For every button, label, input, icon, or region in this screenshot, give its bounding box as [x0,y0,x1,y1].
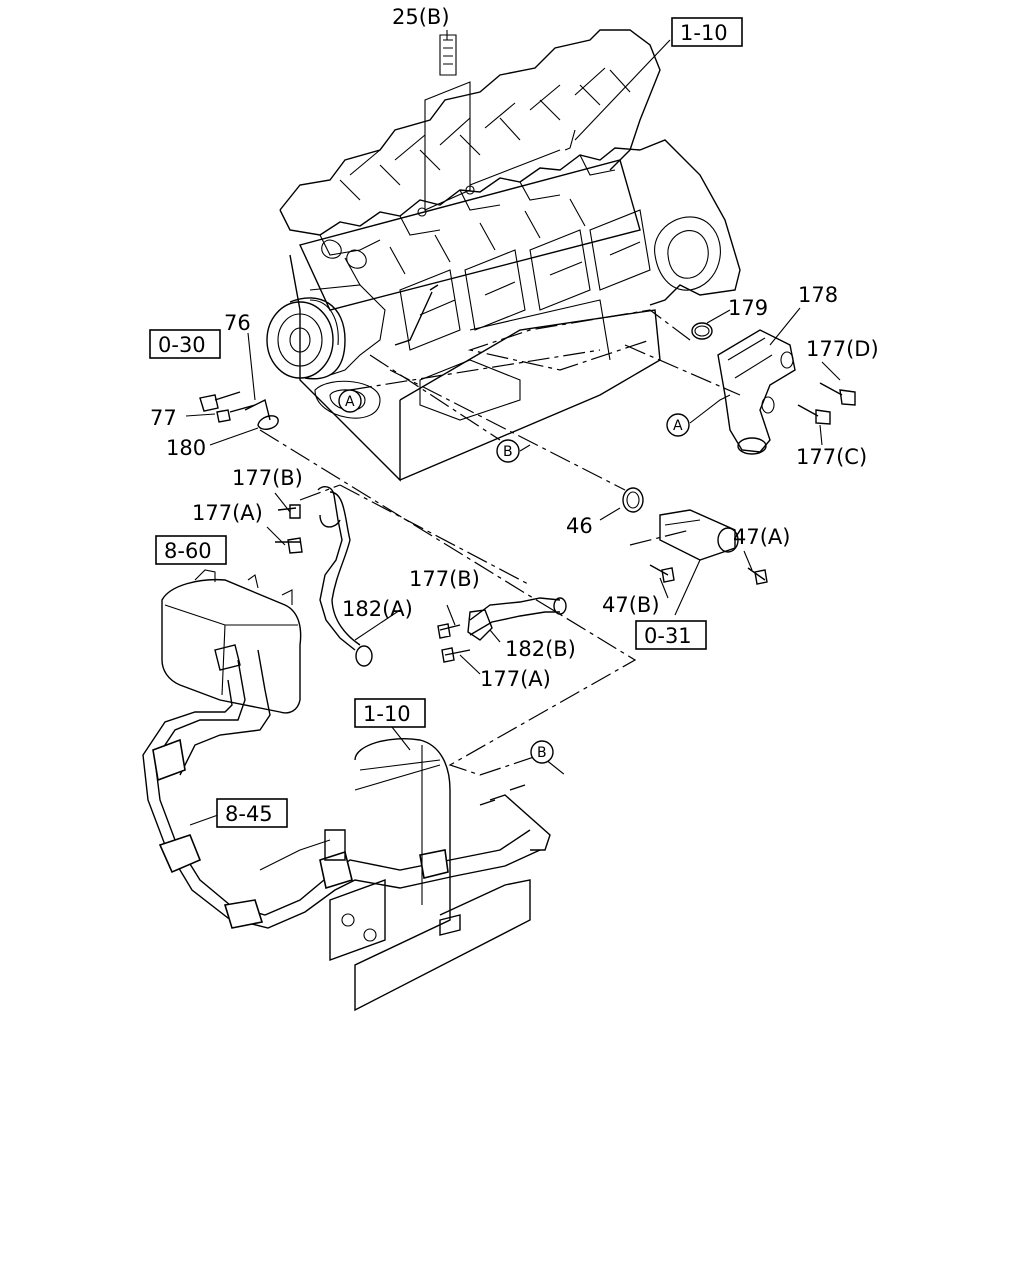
water-pipe [622,487,768,585]
ref-box-8-60 [155,535,227,565]
label-47b: 47(B) [602,593,660,617]
part-labels: 25(B) 76 77 180 179 178 177(D) 177(C) 17… [150,5,879,691]
label-25b: 25(B) [392,5,450,29]
reference-boxes: 1-10 0-30 8-60 0-31 1-10 8-45 [149,17,743,828]
label-177a-top: 177(A) [192,501,263,525]
ref-0-31: 0-31 [644,624,692,648]
callout-a-left: A [345,394,355,410]
ref-8-45: 8-45 [225,802,273,826]
callout-b-bot: B [537,745,547,761]
leader-lines [185,30,841,826]
ref-1-10-top: 1-10 [680,21,728,45]
label-178: 178 [798,283,838,307]
circle-callouts: A A B B [338,389,731,764]
ref-box-1-10-top [671,17,743,47]
label-77: 77 [150,406,177,430]
coolant-tank [161,569,302,714]
hose-182b [437,597,567,663]
callout-b-mid: B [503,444,513,460]
engine-block-drawing [266,29,741,482]
ref-box-0-30 [149,329,221,359]
ref-1-10-bot: 1-10 [363,702,411,726]
label-177d: 177(D) [806,337,879,361]
label-177a-mid: 177(A) [480,667,551,691]
label-177b-top: 177(B) [232,466,303,490]
hose-182a [275,486,373,667]
front-bolts [199,391,279,430]
hose-8-45-and-frame [142,649,551,1012]
crank-pulley [266,297,346,380]
label-179: 179 [728,296,768,320]
callout-a-right: A [673,418,683,434]
label-182b: 182(B) [505,637,576,661]
ref-8-60: 8-60 [164,539,212,563]
label-177b-mid: 177(B) [409,567,480,591]
label-47a: 47(A) [733,525,790,549]
label-180: 180 [166,436,206,460]
ref-box-1-10-bot [354,698,426,728]
label-182a: 182(A) [342,597,413,621]
ref-box-8-45 [216,798,288,828]
reference-lines [259,309,741,776]
label-177c: 177(C) [796,445,867,469]
label-46: 46 [566,514,593,538]
ref-0-30: 0-30 [158,333,206,357]
label-76: 76 [224,311,251,335]
ref-box-0-31 [635,620,707,650]
thermostat-housing [691,322,856,455]
